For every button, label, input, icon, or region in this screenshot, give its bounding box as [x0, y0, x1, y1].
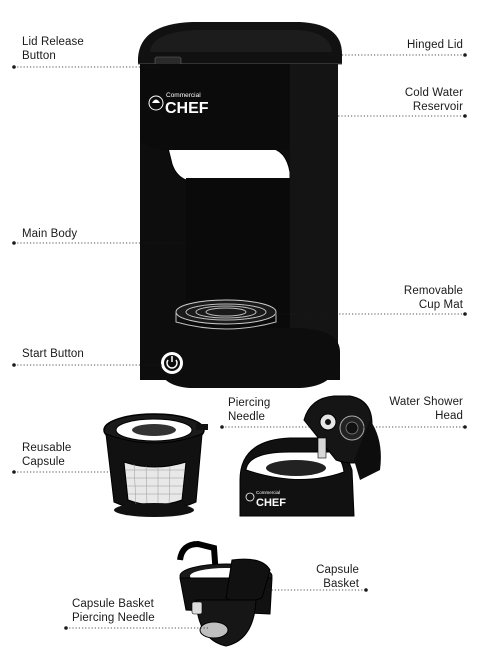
svg-text:CHEF: CHEF: [165, 100, 209, 117]
svg-text:Commercial: Commercial: [166, 92, 201, 99]
reusable-capsule-illustration: [103, 413, 208, 517]
leader-lines: [12, 53, 467, 630]
capsule-basket-illustration: [177, 540, 273, 647]
svg-text:CHEF: CHEF: [256, 497, 286, 509]
lid-release-button-shape: [154, 56, 182, 66]
hinged-lid-label: Hinged Lid: [407, 39, 463, 51]
chef-logo-icon: [148, 95, 164, 111]
start-button-label: Start Button: [22, 348, 84, 360]
main-body-label: Main Body: [22, 228, 78, 240]
open-head-illustration: Commercial CHEF: [239, 395, 381, 517]
svg-text:Commercial: Commercial: [256, 490, 280, 495]
coffee-maker-illustration: Commercial CHEF: [138, 22, 342, 388]
